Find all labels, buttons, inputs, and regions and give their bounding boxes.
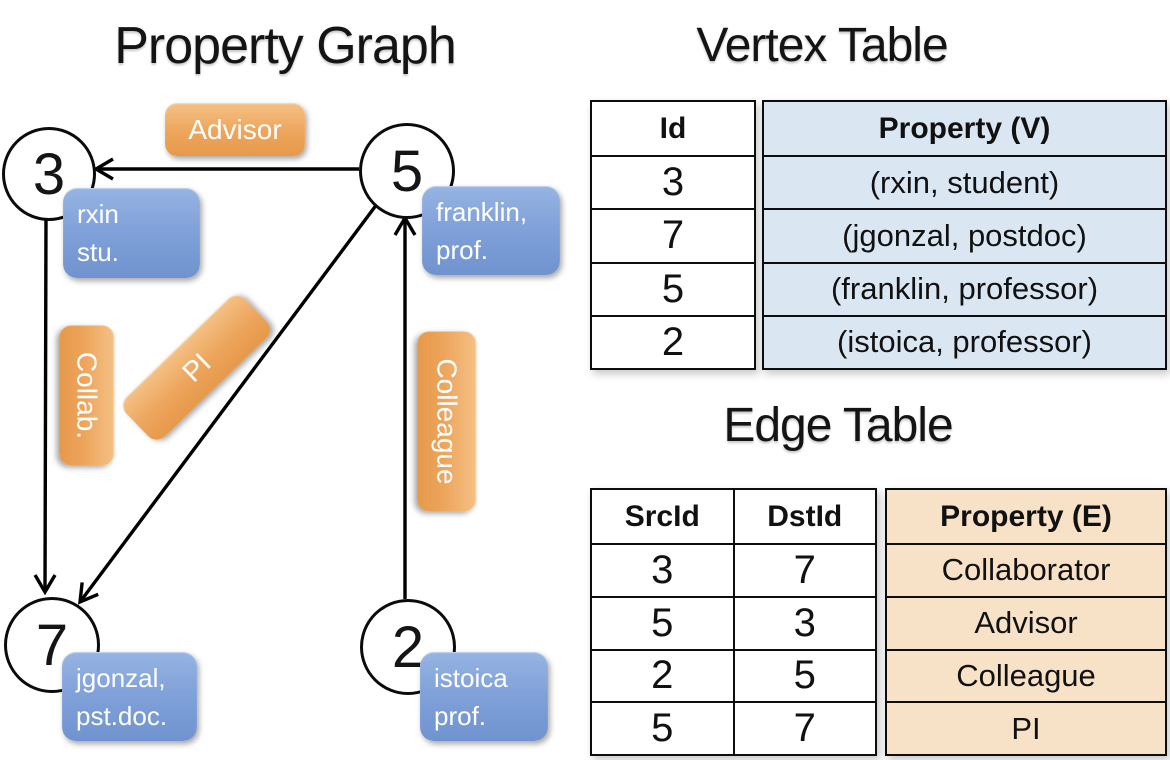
vertex-table-title: Vertex Table <box>696 19 948 72</box>
table-cell: 3 <box>732 597 876 649</box>
edge-arrow-5-to-7 <box>77 202 379 605</box>
table-cell: 7 <box>732 703 876 754</box>
edge-label-text: Colleague <box>432 358 463 485</box>
property-graph-title: Property Graph <box>114 17 457 75</box>
vertex-table-id-column: Id 3 7 5 2 <box>590 100 756 370</box>
table-cell: (rxin, student) <box>764 155 1165 208</box>
table-cell: (istoica, professor) <box>764 314 1165 368</box>
edge-label-text: Collab. <box>72 351 103 440</box>
property-line: jgonzal, <box>76 663 166 693</box>
property-line: franklin, <box>436 197 528 227</box>
property-line: rxin <box>77 199 119 229</box>
property-line: stu. <box>77 236 119 267</box>
table-cell: 5 <box>651 600 674 645</box>
table-cell: Collaborator <box>887 543 1165 596</box>
table-cell: PI <box>887 701 1165 754</box>
property-box-istoica: istoica prof. <box>420 652 548 741</box>
table-cell: 5 <box>592 261 754 315</box>
table-cell: 7 <box>732 545 876 596</box>
edge-table-title: Edge Table <box>723 399 953 452</box>
property-line: prof. <box>436 234 489 265</box>
edges-layer <box>33 157 417 605</box>
table-cell: 7 <box>592 208 754 261</box>
edge-label-text: PI <box>175 346 217 388</box>
column-header: DstId <box>732 490 876 543</box>
table-cell: Colleague <box>887 648 1165 702</box>
property-box-rxin: rxin stu. <box>63 188 200 278</box>
property-box-jgonzal: jgonzal, pst.doc. <box>62 652 197 741</box>
vertex-id: 3 <box>32 141 66 207</box>
table-cell: Advisor <box>887 595 1165 649</box>
table-cell: 2 <box>592 314 754 368</box>
table-cell: 3 <box>651 547 674 592</box>
property-line: pst.doc. <box>76 700 168 731</box>
vertex-id: 5 <box>390 138 424 204</box>
column-header: Property (V) <box>878 111 1051 145</box>
table-cell: 5 <box>651 706 674 751</box>
edge-label-text: Advisor <box>188 113 282 145</box>
edge-table-property-column: Property (E) Collaborator Advisor Collea… <box>885 488 1167 756</box>
table-cell: (franklin, professor) <box>764 261 1165 315</box>
column-header: SrcId <box>624 499 700 533</box>
vertex-node-2: 2 <box>360 599 456 695</box>
edge-arrow-3-to-7 <box>33 214 57 596</box>
property-line: istoica <box>434 663 508 693</box>
table-cell: 2 <box>651 653 674 698</box>
column-header: Id <box>659 111 687 145</box>
edge-label-colleague: Colleague <box>417 331 477 512</box>
table-cell: 3 <box>592 155 754 208</box>
property-line: prof. <box>434 700 487 731</box>
table-cell: (jgonzal, postdoc) <box>764 208 1165 261</box>
column-header: Property (E) <box>940 499 1112 533</box>
edge-label-collab: Collab. <box>59 325 115 466</box>
vertex-id: 2 <box>391 614 425 680</box>
edge-table-id-columns: SrcId DstId 3 7 5 3 2 5 5 7 <box>590 488 877 756</box>
vertex-table-property-column: Property (V) (rxin, student) (jgonzal, p… <box>762 100 1167 370</box>
edge-label-advisor: Advisor <box>165 103 305 156</box>
table-cell: 5 <box>732 650 876 702</box>
property-box-franklin: franklin, prof. <box>422 186 560 275</box>
